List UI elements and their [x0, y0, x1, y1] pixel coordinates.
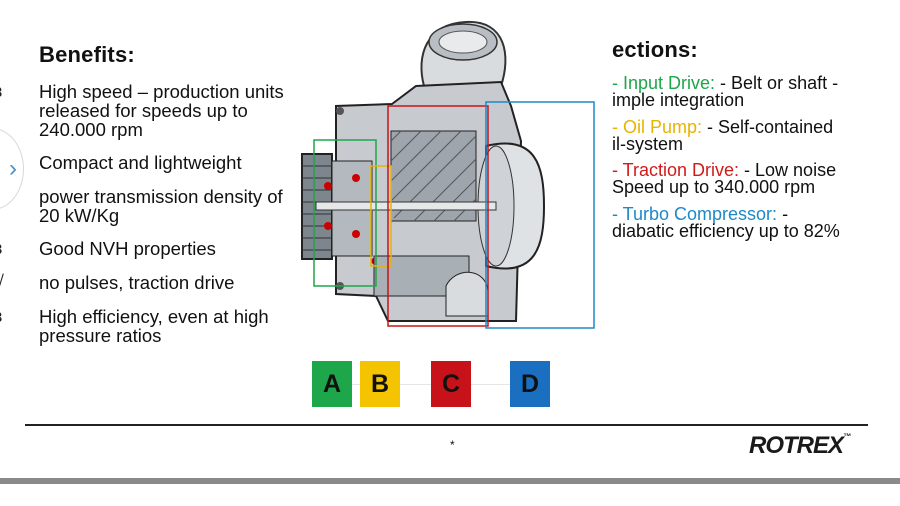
box-d: D — [510, 361, 550, 407]
box-a: A — [312, 361, 352, 407]
bottom-bar — [0, 478, 900, 484]
section-label: - Turbo Compressor: — [612, 204, 783, 224]
rotrex-logo: ROTREX™ — [748, 432, 851, 459]
section-item-turbo-compressor: - Turbo Compressor: - — [612, 205, 788, 223]
supercharger-cutaway-illustration — [301, 20, 595, 329]
section-item-oil-pump: - Oil Pump: - Self-contained — [612, 118, 833, 136]
benefit-text: no pulses, traction drive — [39, 272, 235, 293]
section-label: - Input Drive: — [612, 73, 721, 93]
benefit-marker: ɜ — [0, 307, 2, 326]
section-desc-2: imple integration — [612, 90, 745, 110]
section-desc: - Belt or shaft - — [720, 73, 839, 93]
section-desc-2: diabatic efficiency up to 82% — [612, 221, 840, 241]
footer-divider — [25, 424, 868, 426]
section-item-traction-drive: - Traction Drive: - Low noise — [612, 161, 836, 179]
benefits-title: Benefits: — [39, 42, 135, 67]
section-desc: - — [782, 204, 789, 224]
footer-mark: * — [450, 438, 455, 452]
benefit-marker: ɜ — [0, 82, 2, 101]
chevron-right-icon: › — [9, 155, 17, 182]
benefit-marker: √ — [0, 273, 4, 292]
benefit-item: √ no pulses, traction drive — [0, 272, 304, 293]
section-desc: - Low noise — [744, 160, 837, 180]
benefit-text: High speed – production units released f… — [39, 81, 284, 140]
benefit-item: ɜ Good NVH properties — [0, 238, 304, 259]
benefit-marker: ɜ — [0, 239, 2, 258]
section-label: - Oil Pump: — [612, 117, 708, 137]
box-c: C — [431, 361, 471, 407]
benefit-item: Compact and lightweight — [39, 153, 304, 172]
benefit-item: ɜ High speed – production units released… — [0, 81, 304, 140]
section-desc-2: Speed up to 340.000 rpm — [612, 177, 816, 197]
previous-slide-button[interactable]: › — [0, 128, 24, 210]
section-desc-2: il-system — [612, 134, 683, 154]
benefit-text: power transmission density of 20 kW/Kg — [39, 186, 283, 226]
section-desc: - Self-contained — [707, 117, 834, 137]
section-label: - Traction Drive: — [612, 160, 745, 180]
benefit-text: Good NVH properties — [39, 238, 216, 259]
benefit-text: Compact and lightweight — [39, 152, 242, 173]
benefit-text: High efficiency, even at high pressure r… — [39, 306, 269, 346]
section-item-input-drive: - Input Drive: - Belt or shaft - — [612, 74, 838, 92]
benefit-item: ɜ High efficiency, even at high pressure… — [0, 306, 304, 346]
sections-title: ections: — [612, 37, 698, 62]
box-b: B — [360, 361, 400, 407]
benefit-item: power transmission density of 20 kW/Kg — [39, 187, 304, 225]
